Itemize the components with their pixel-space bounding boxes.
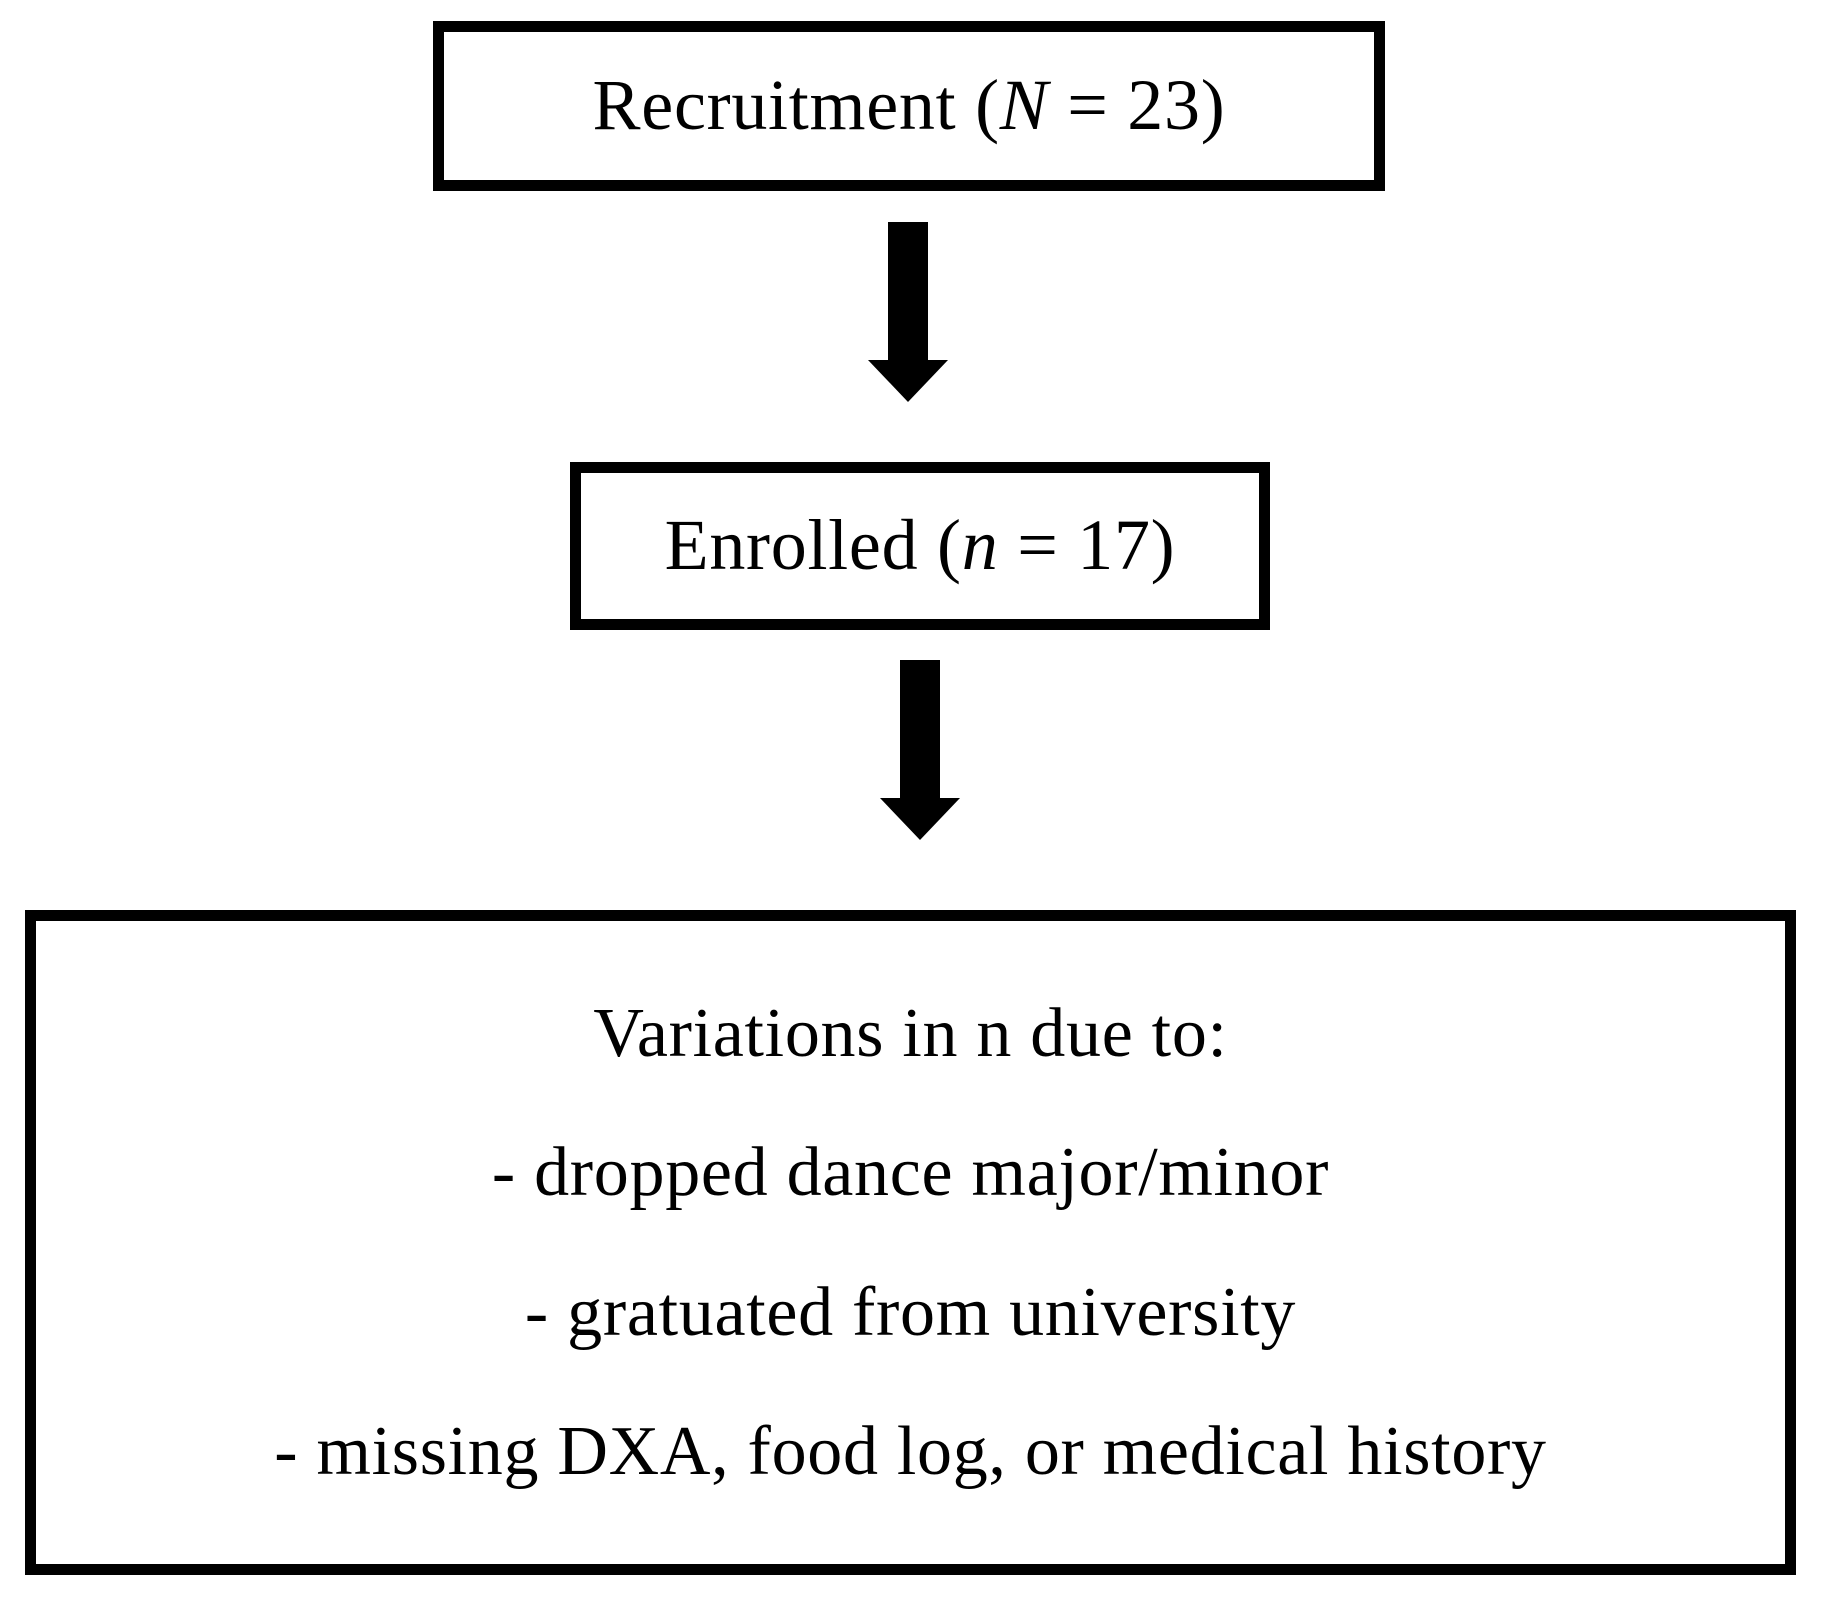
variations-title: Variations in n due to: bbox=[593, 994, 1228, 1072]
enrolled-label-prefix: Enrolled ( bbox=[664, 505, 962, 586]
enrolled-label: Enrolled (n = 17) bbox=[665, 506, 1176, 585]
recruitment-box: Recruitment (N = 23) bbox=[433, 21, 1385, 191]
variations-content: Variations in n due to: - dropped dance … bbox=[36, 994, 1785, 1490]
down-arrow-icon bbox=[880, 660, 960, 840]
down-arrow-shaft bbox=[900, 660, 940, 800]
variations-item-missing-data: - missing DXA, food log, or medical hist… bbox=[274, 1413, 1547, 1490]
down-arrow-icon bbox=[868, 222, 948, 402]
down-arrow-head bbox=[880, 798, 960, 840]
enrolled-n-variable: n bbox=[961, 505, 999, 586]
down-arrow-shaft bbox=[888, 222, 928, 362]
recruitment-n-variable: N bbox=[999, 65, 1049, 146]
enrolled-box: Enrolled (n = 17) bbox=[570, 462, 1270, 630]
recruitment-label: Recruitment (N = 23) bbox=[593, 66, 1226, 145]
variations-box: Variations in n due to: - dropped dance … bbox=[25, 910, 1796, 1575]
variations-item-graduated: - gratuated from university bbox=[524, 1273, 1297, 1351]
variations-item-dropped-major: - dropped dance major/minor bbox=[491, 1134, 1330, 1211]
recruitment-label-suffix: = 23) bbox=[1048, 65, 1226, 146]
recruitment-label-prefix: Recruitment ( bbox=[592, 65, 1000, 146]
enrolled-label-suffix: = 17) bbox=[998, 505, 1176, 586]
down-arrow-head bbox=[868, 360, 948, 402]
